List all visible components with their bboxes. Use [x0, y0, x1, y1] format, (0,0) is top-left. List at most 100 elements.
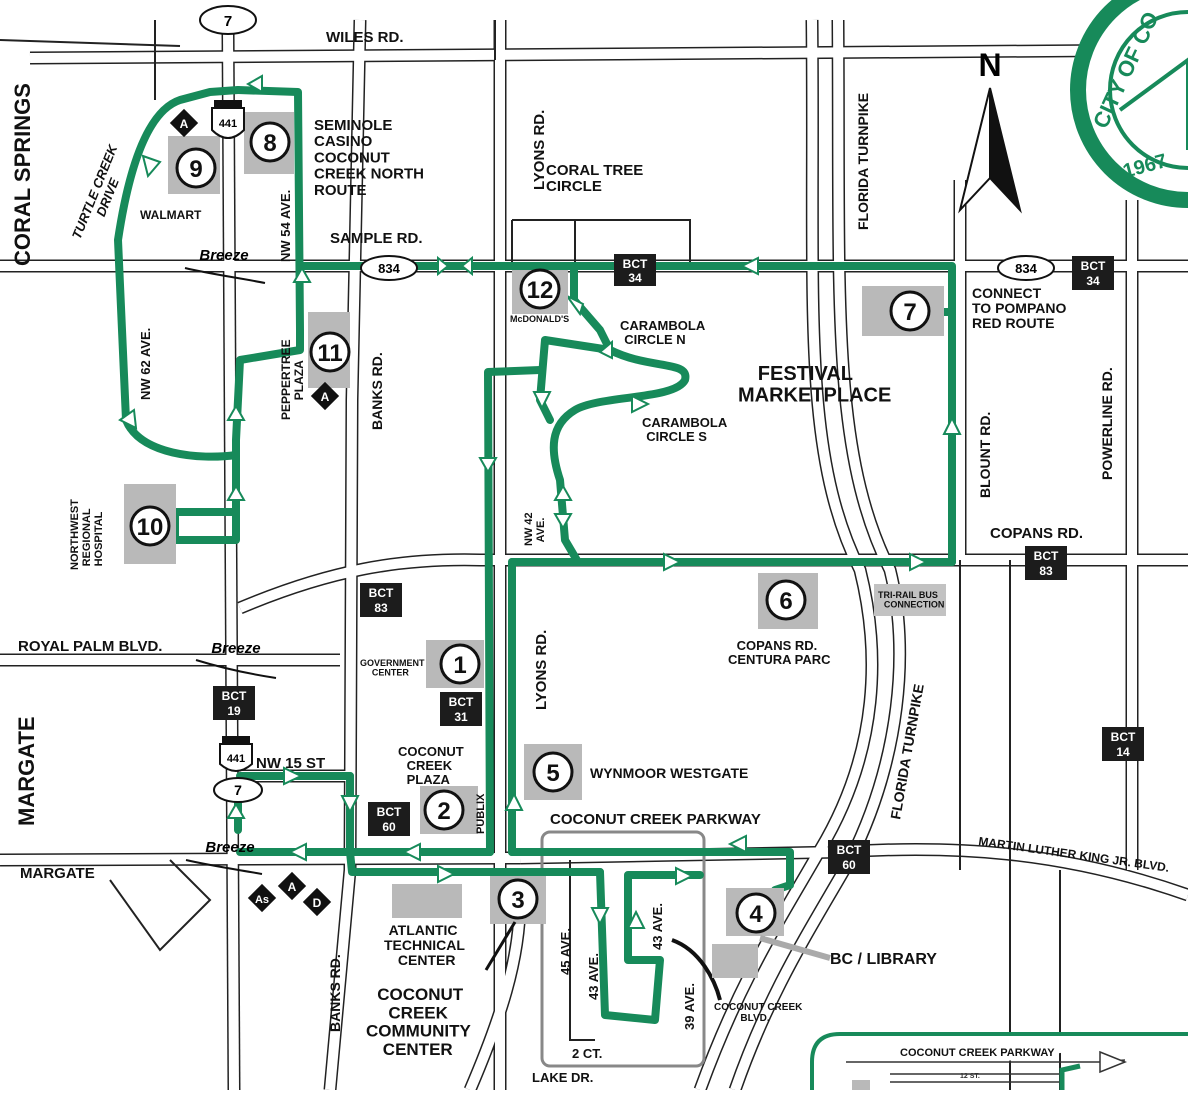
stop-2[interactable]: 2	[420, 786, 478, 834]
route-7-shield-north: 7	[199, 5, 257, 35]
label-banks-rd-south: BANKS RD.	[327, 954, 343, 1032]
svg-text:19: 19	[227, 704, 241, 718]
label-45-ave: 45 AVE.	[558, 928, 573, 975]
stop-11[interactable]: 11	[308, 312, 351, 388]
stop-4[interactable]: 4	[726, 888, 784, 936]
stop-4-number: 4	[749, 901, 763, 928]
label-nw-54-ave: NW 54 AVE.	[278, 190, 293, 262]
label-43-ave-b: 43 AVE.	[650, 903, 665, 950]
route-7-shield-south: 7	[213, 777, 263, 803]
tri-rail-box	[874, 584, 946, 616]
label-bc-library: BC / LIBRARY	[830, 951, 937, 968]
svg-text:BCT: BCT	[1081, 259, 1106, 273]
label-margate-rd: MARGATE	[20, 865, 95, 882]
stop-9[interactable]: 9	[168, 136, 220, 194]
stop-7[interactable]: 7	[862, 286, 944, 336]
stop-12-number: 12	[527, 277, 554, 304]
svg-text:As: As	[255, 894, 269, 906]
library-pointer	[759, 935, 831, 961]
svg-text:N: N	[978, 47, 1001, 83]
label-mcdonalds: McDONALD'S	[510, 314, 569, 324]
stop-5[interactable]: 5	[524, 744, 582, 800]
svg-text:14: 14	[1116, 745, 1130, 759]
marker-a-south: A	[277, 871, 307, 901]
svg-text:BCT: BCT	[222, 689, 247, 703]
stop-10-number: 10	[137, 514, 164, 541]
svg-text:BCT: BCT	[1111, 730, 1136, 744]
svg-text:60: 60	[842, 858, 856, 872]
stop-8[interactable]: 8	[244, 112, 294, 174]
direction-arrows	[118, 74, 962, 929]
city-seal-logo: CITY OF CO 1967	[1070, 0, 1188, 208]
label-powerline-rd: POWERLINE RD.	[1099, 367, 1115, 480]
stop-6-number: 6	[779, 588, 792, 615]
marker-a-north: A	[169, 108, 199, 138]
label-39-ave: 39 AVE.	[682, 983, 697, 1030]
label-lyons-rd-north: LYONS RD.	[531, 110, 548, 190]
svg-text:83: 83	[1039, 564, 1053, 578]
label-margate: MARGATE	[14, 716, 39, 826]
label-inset-parkway: COCONUT CREEK PARKWAY	[900, 1047, 1055, 1059]
svg-text:34: 34	[1086, 274, 1100, 288]
svg-text:BCT: BCT	[377, 805, 402, 819]
svg-text:834: 834	[378, 261, 400, 276]
label-2-ct: 2 CT.	[572, 1046, 602, 1061]
label-turnpike-north: FLORIDA TURNPIKE	[855, 93, 871, 230]
label-inset-12st: 12 ST.	[960, 1073, 980, 1080]
label-sample-rd: SAMPLE RD.	[330, 230, 423, 247]
stop-6[interactable]: 6	[758, 573, 818, 629]
stop-12[interactable]: 12	[512, 268, 568, 314]
label-publix: PUBLIX	[475, 793, 487, 834]
north-arrow-icon: N	[958, 47, 1022, 214]
svg-text:BCT: BCT	[837, 843, 862, 857]
breeze-logo-north: Breeze	[184, 247, 266, 284]
label-peppertree-plaza: PEPPERTREEPLAZA	[279, 339, 306, 420]
svg-text:A: A	[321, 390, 330, 404]
marker-d: D	[302, 887, 332, 917]
label-lake-dr: LAKE DR.	[532, 1070, 593, 1085]
route-834-shield-west: 834	[360, 255, 418, 281]
label-copans-rd: COPANS RD.	[990, 525, 1083, 542]
svg-text:834: 834	[1015, 261, 1037, 276]
svg-text:34: 34	[628, 271, 642, 285]
label-43-ave-a: 43 AVE.	[586, 953, 601, 1000]
label-coral-springs: CORAL SPRINGS	[10, 83, 35, 266]
svg-text:Breeze: Breeze	[205, 839, 254, 856]
library-block	[712, 944, 758, 978]
label-blount-rd: BLOUNT RD.	[977, 412, 993, 498]
label-coconut-creek-parkway: COCONUT CREEK PARKWAY	[550, 811, 761, 828]
svg-text:441: 441	[219, 118, 237, 130]
breeze-logo-middle: Breeze	[195, 640, 277, 679]
stop-10[interactable]: 10	[124, 484, 176, 564]
stop-1[interactable]: 1	[426, 640, 484, 688]
stop-3-number: 3	[511, 887, 524, 914]
stop-3[interactable]: 3	[490, 876, 546, 924]
stop-8-number: 8	[263, 130, 276, 157]
marker-as: As	[247, 883, 277, 913]
label-northwest-hospital: NORTHWESTREGIONALHOSPITAL	[69, 499, 105, 570]
svg-text:441: 441	[227, 753, 245, 765]
stop-11-number: 11	[317, 340, 342, 367]
stop-9-number: 9	[189, 156, 202, 183]
stop-5-number: 5	[546, 760, 559, 787]
svg-text:83: 83	[374, 601, 388, 615]
